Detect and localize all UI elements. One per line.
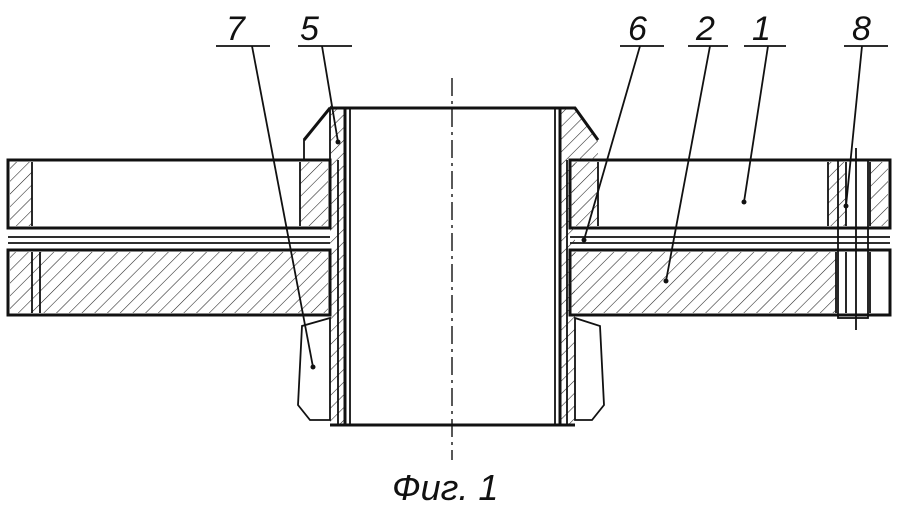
right-lower-plate: [568, 248, 892, 317]
label-8: 8: [852, 10, 871, 48]
bore: [302, 106, 600, 427]
left-upper-plate: [6, 158, 332, 230]
bushing-right: [558, 108, 605, 425]
label-6: 6: [628, 10, 647, 48]
figure-caption: Фиг. 1: [392, 467, 498, 508]
label-2: 2: [695, 10, 715, 48]
label-5: 5: [300, 10, 319, 48]
label-7: 7: [226, 10, 246, 48]
bushing-left: [297, 105, 347, 425]
leader-lines: [216, 45, 888, 368]
left-lower-plate: [6, 248, 332, 317]
right-upper-plate: [568, 158, 892, 230]
label-1: 1: [752, 10, 771, 48]
